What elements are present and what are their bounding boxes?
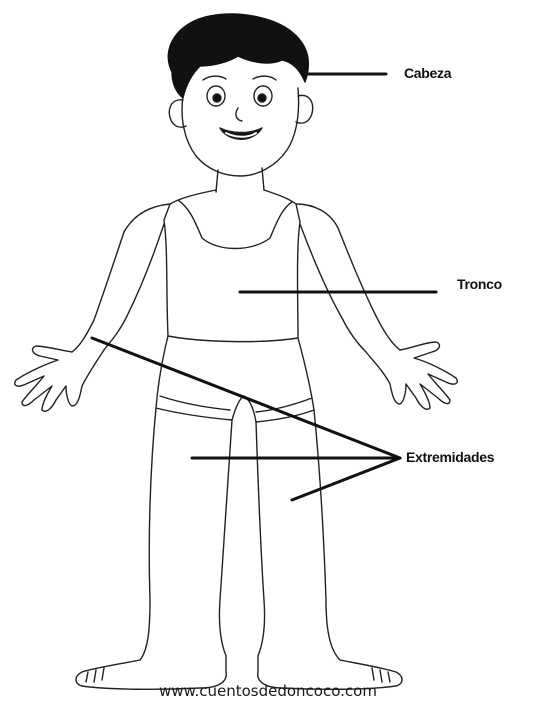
- nose: [236, 108, 242, 121]
- limbs-pointer-line-arm: [92, 338, 400, 458]
- left-arm: [15, 224, 164, 411]
- left-hand: [15, 346, 104, 411]
- briefs: [156, 336, 314, 422]
- head-label: Cabeza: [404, 65, 451, 81]
- right-arm: [300, 224, 457, 409]
- trunk-label: Tronco: [457, 276, 502, 292]
- limbs-label: Extremidades: [406, 449, 494, 465]
- left-leg: [76, 408, 232, 689]
- child-torso: [124, 190, 338, 342]
- right-hand: [366, 342, 457, 409]
- hair: [168, 14, 308, 98]
- site-credit: www.cuentosdedoncoco.com: [0, 682, 536, 700]
- limbs-pointer-line-right-leg: [292, 458, 400, 500]
- neck: [216, 168, 264, 192]
- tank-top: [164, 190, 300, 342]
- child-head: [168, 14, 312, 176]
- right-leg: [256, 410, 402, 689]
